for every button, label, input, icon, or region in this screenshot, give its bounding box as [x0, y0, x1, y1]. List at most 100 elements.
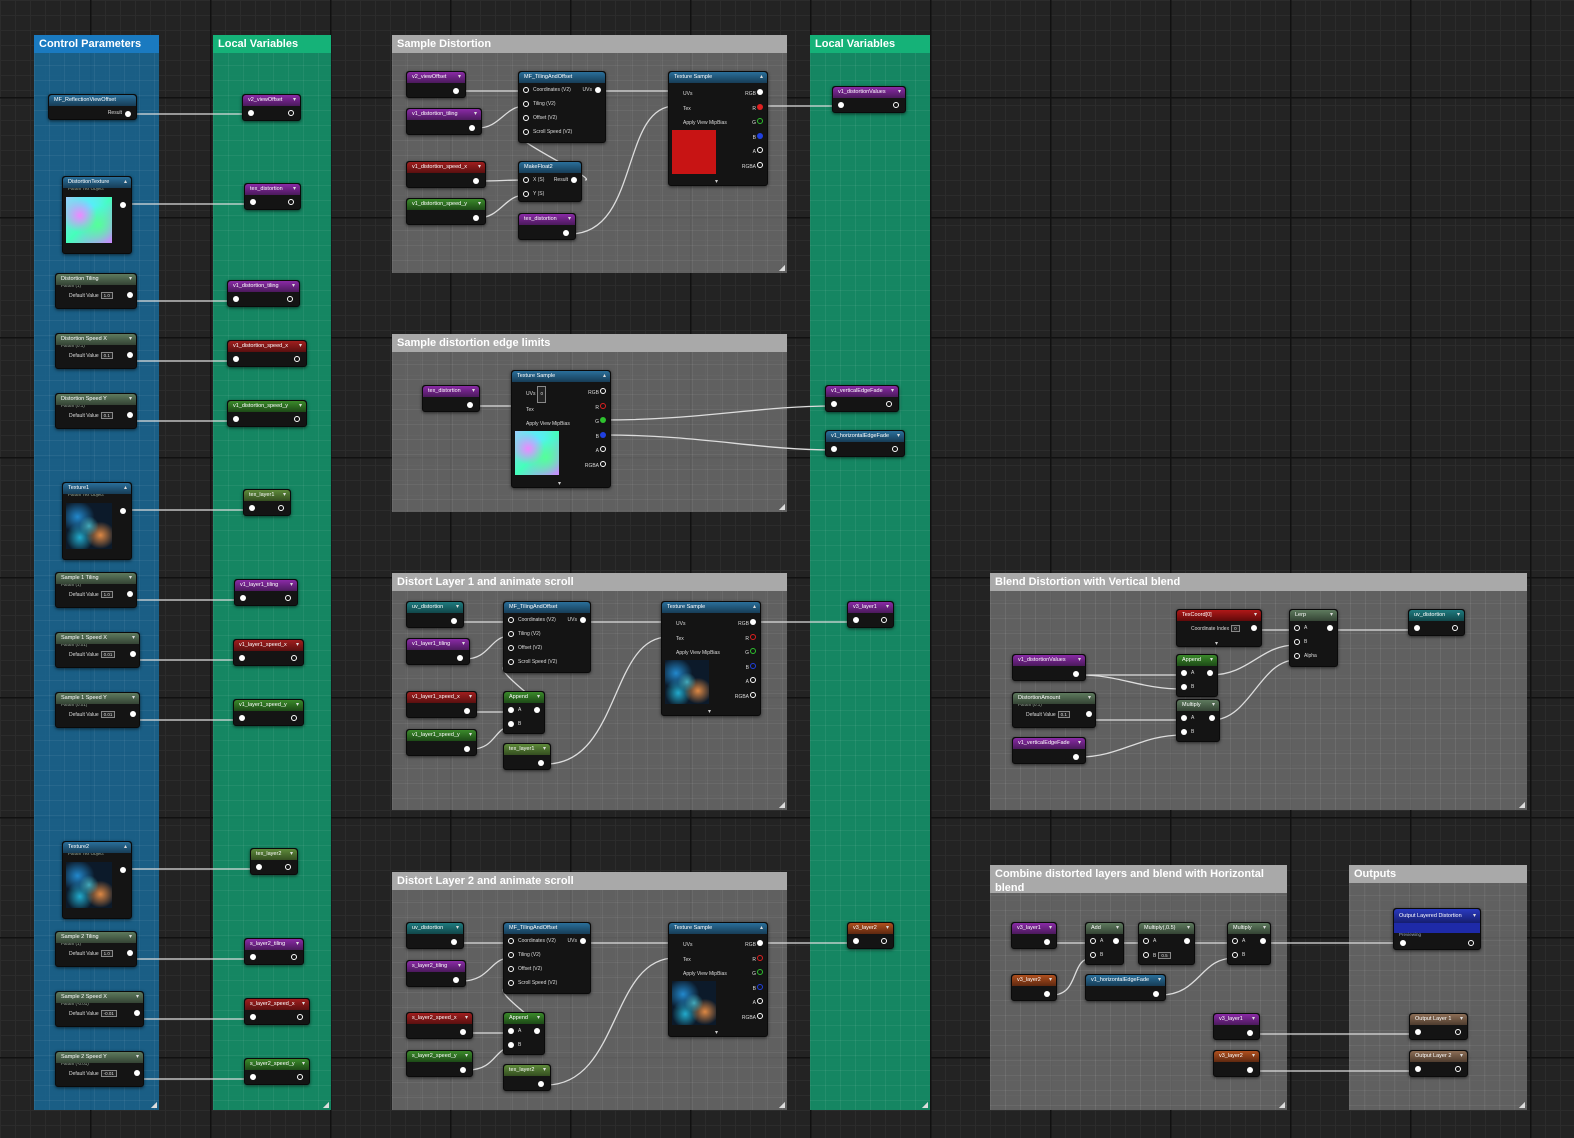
dropdown-chevron-icon[interactable]: ▾ [135, 994, 139, 1000]
local-var-get[interactable]: uv_distortion▾ [406, 601, 464, 628]
output-pin[interactable] [1455, 1066, 1461, 1072]
output-pin[interactable] [1468, 940, 1474, 946]
local-var-get[interactable]: v2_viewOffset▾ [406, 71, 466, 98]
output-pin[interactable] [1247, 1030, 1253, 1036]
output-pin[interactable] [881, 938, 887, 944]
collapse-chevron-icon[interactable]: ▴ [602, 373, 606, 379]
input-pin[interactable] [523, 177, 529, 183]
input-pin[interactable] [508, 938, 514, 944]
chevron-down-icon[interactable]: ▾ [468, 694, 472, 700]
local-var-get[interactable]: v3_layer2▾ [1213, 1050, 1260, 1077]
output-pin[interactable] [1247, 1067, 1253, 1073]
node-tiling-and-offset[interactable]: MF_TilingAndOffset Coordinates (V2)UVs T… [518, 71, 606, 143]
node-texture1[interactable]: Texture1▴ Param Tex Object [62, 482, 132, 560]
output-pin[interactable] [127, 591, 133, 597]
output-pin[interactable] [464, 708, 470, 714]
chevron-down-icon[interactable]: ▾ [1077, 740, 1081, 746]
chevron-down-icon[interactable]: ▾ [542, 1067, 546, 1073]
resize-grip-icon[interactable]: ◢ [778, 1100, 785, 1109]
input-pin[interactable] [831, 401, 837, 407]
output-pin[interactable] [457, 655, 463, 661]
chevron-down-icon[interactable]: ▾ [468, 732, 472, 738]
output-pin[interactable] [1113, 938, 1119, 944]
input-pin[interactable] [523, 87, 529, 93]
output-pin[interactable] [1327, 625, 1333, 631]
output-pin-r[interactable] [750, 634, 756, 640]
local-var-set[interactable]: uv_distortion▾ [1408, 609, 1465, 636]
chevron-down-icon[interactable]: ▾ [1087, 695, 1091, 701]
output-pin[interactable] [1184, 938, 1190, 944]
chevron-down-icon[interactable]: ▾ [477, 201, 481, 207]
output-pin[interactable] [120, 867, 126, 873]
local-var-get[interactable]: tex_layer2▾ [503, 1064, 551, 1091]
input-pin-b[interactable] [1181, 684, 1187, 690]
node-lerp[interactable]: Lerp▾ A B Alpha [1289, 609, 1338, 667]
chevron-down-icon[interactable]: ▾ [715, 179, 719, 185]
chevron-down-icon[interactable]: ▾ [295, 642, 299, 648]
input-pin[interactable] [233, 356, 239, 362]
local-var-get[interactable]: s_layer2_speed_y▾ [406, 1050, 473, 1077]
collapse-chevron-icon[interactable]: ▴ [759, 925, 763, 931]
output-pin[interactable] [473, 215, 479, 221]
input-pin[interactable] [523, 115, 529, 121]
local-var-get[interactable]: v1_layer1_speed_x▾ [406, 691, 477, 718]
chevron-down-icon[interactable]: ▾ [464, 1015, 468, 1021]
output-pin[interactable] [127, 292, 133, 298]
chevron-down-icon[interactable]: ▾ [1253, 612, 1257, 618]
default-value-field[interactable]: 1.0 [100, 950, 113, 957]
output-pin-rgb[interactable] [757, 89, 763, 95]
input-pin-b[interactable] [1143, 952, 1149, 958]
input-pin[interactable] [838, 102, 844, 108]
input-pin[interactable] [1294, 639, 1300, 645]
local-var-set[interactable]: tex_distortion▾ [244, 183, 301, 210]
input-pin[interactable] [523, 191, 529, 197]
uv-value-field[interactable]: 0 [537, 386, 546, 403]
resize-grip-icon[interactable]: ◢ [778, 502, 785, 511]
input-pin[interactable] [239, 655, 245, 661]
output-pin[interactable] [451, 939, 457, 945]
output-pin[interactable] [1044, 939, 1050, 945]
chevron-down-icon[interactable]: ▾ [282, 492, 286, 498]
chevron-down-icon[interactable]: ▾ [292, 97, 296, 103]
comment-local-variables-2[interactable]: Local Variables ◢ [810, 35, 930, 1110]
chevron-down-icon[interactable]: ▾ [542, 746, 546, 752]
output-pin-a[interactable] [757, 147, 763, 153]
default-value-field[interactable]: 0.1 [1057, 711, 1070, 718]
local-var-set[interactable]: v2_viewOffset▾ [242, 94, 301, 121]
output-pin-rgb[interactable] [757, 940, 763, 946]
output-pin[interactable] [291, 715, 297, 721]
local-var-set[interactable]: v1_layer1_speed_y▾ [233, 699, 304, 726]
collapse-chevron-icon[interactable]: ▴ [123, 485, 127, 491]
input-pin[interactable] [523, 101, 529, 107]
chevron-down-icon[interactable]: ▾ [298, 403, 302, 409]
input-pin[interactable] [1294, 653, 1300, 659]
dropdown-chevron-icon[interactable]: ▾ [128, 934, 132, 940]
output-pin-rgb[interactable] [750, 619, 756, 625]
default-value-field[interactable]: 0.01 [100, 651, 116, 658]
chevron-down-icon[interactable]: ▾ [896, 433, 900, 439]
node-sample2-tiling[interactable]: Sample 2 Tiling▾ Param (1) Default Value… [55, 931, 137, 967]
local-var-set[interactable]: v1_distortion_speed_y▾ [227, 400, 307, 427]
local-var-set[interactable]: s_layer2_speed_x▾ [244, 998, 310, 1025]
output-pin[interactable] [460, 1029, 466, 1035]
input-pin[interactable] [853, 617, 859, 623]
local-var-get[interactable]: s_layer2_speed_x▾ [406, 1012, 473, 1039]
output-pin[interactable] [285, 595, 291, 601]
chevron-down-icon[interactable]: ▾ [897, 89, 901, 95]
resize-grip-icon[interactable]: ◢ [778, 800, 785, 809]
local-var-set[interactable]: v1_layer1_tiling▾ [234, 579, 298, 606]
local-var-get[interactable]: v1_distortion_tiling▾ [406, 108, 482, 135]
output-pin[interactable] [1209, 715, 1215, 721]
node-output-layer-1[interactable]: Output Layer 1▾ [1409, 1013, 1468, 1040]
input-pin[interactable] [256, 864, 262, 870]
chevron-down-icon[interactable]: ▾ [1251, 1016, 1255, 1022]
resize-grip-icon[interactable]: ◢ [778, 263, 785, 272]
dropdown-chevron-icon[interactable]: ▾ [128, 575, 132, 581]
output-pin[interactable] [563, 230, 569, 236]
node-append[interactable]: Append▾ A B [503, 691, 545, 734]
chevron-down-icon[interactable]: ▾ [885, 604, 889, 610]
input-pin[interactable] [250, 199, 256, 205]
input-pin[interactable] [508, 659, 514, 665]
